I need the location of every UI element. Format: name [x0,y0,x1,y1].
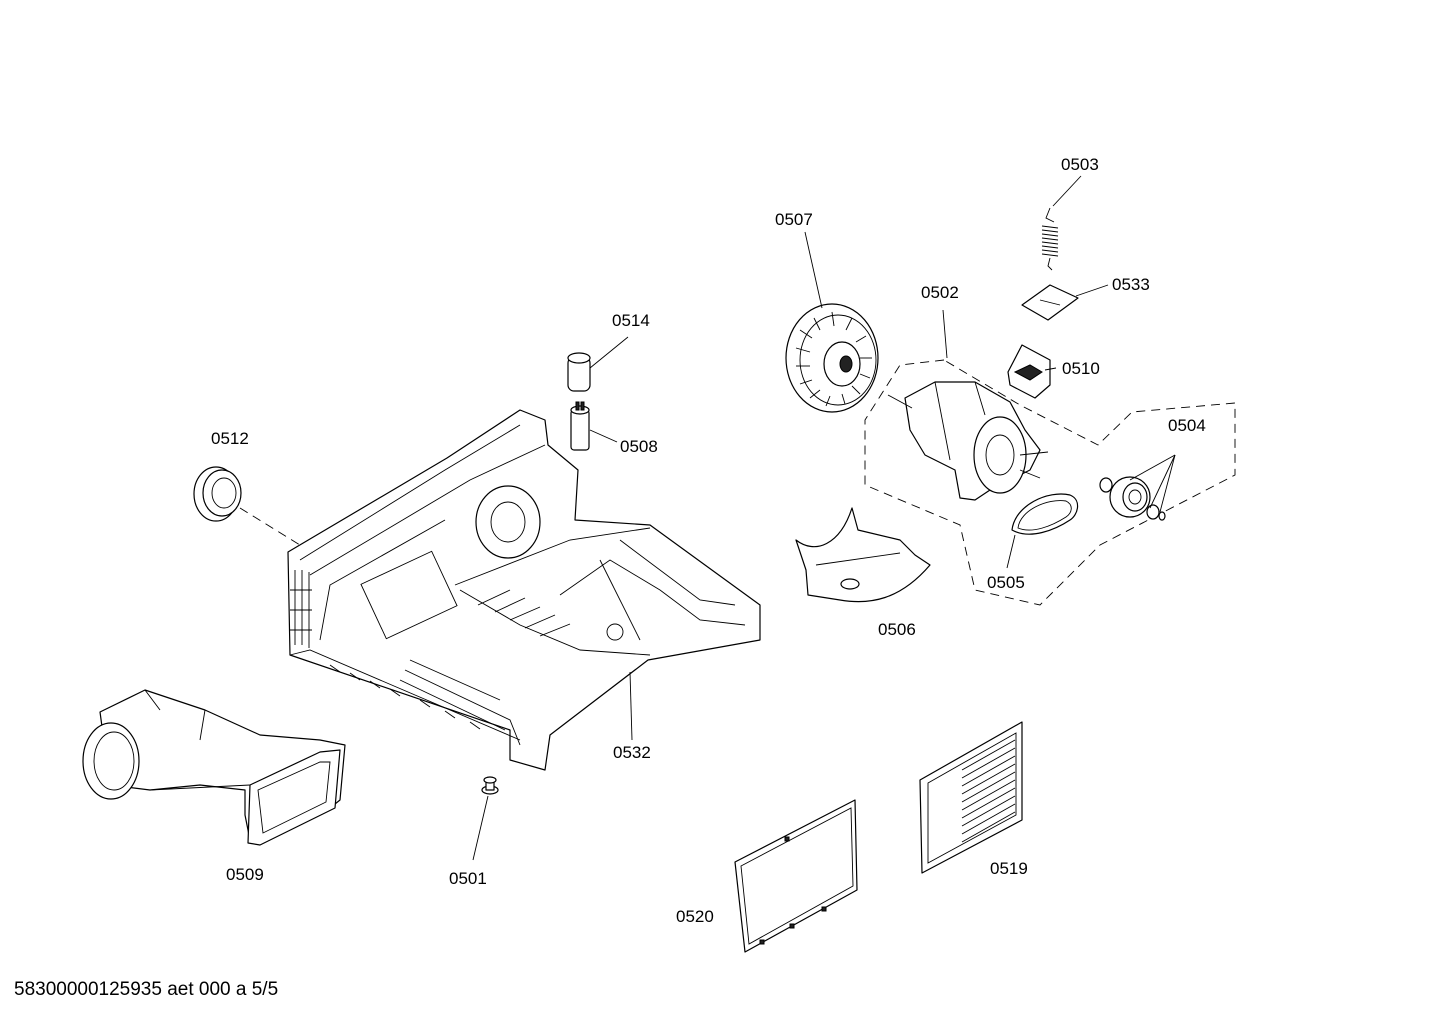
label-0501: 0501 [449,869,487,888]
label-0502: 0502 [921,283,959,302]
part-0504-pulley-set [1099,454,1176,521]
document-footer-id: 58300000125935 aet 000 a 5/5 [14,979,279,1000]
part-0502-motor [864,309,1236,606]
part-labels: 0501 0502 0503 0504 0505 0506 0507 0508 … [211,155,1206,926]
label-0512: 0512 [211,429,249,448]
part-0505-belt [1011,493,1079,535]
part-0506-shield [795,507,931,603]
part-0508-capacitor [570,401,590,451]
part-0510-clip [1007,344,1051,399]
part-0532-base-frame [287,409,761,771]
label-0504: 0504 [1168,416,1206,435]
label-0519: 0519 [990,859,1028,878]
label-0505: 0505 [987,573,1025,592]
label-0533: 0533 [1112,275,1150,294]
label-0520: 0520 [676,907,714,926]
part-0512-ring [193,466,301,546]
label-0508: 0508 [620,437,658,456]
part-0503-spring [1041,207,1059,271]
part-0533-bracket [1021,284,1079,321]
part-0507-fan-wheel [785,303,879,413]
part-0509-air-duct [82,689,346,846]
leader-lines [472,175,1109,861]
part-0514-cap [567,352,591,392]
label-0532: 0532 [613,743,651,762]
label-0503: 0503 [1061,155,1099,174]
label-0506: 0506 [878,620,916,639]
label-0507: 0507 [775,210,813,229]
label-0509: 0509 [226,865,264,884]
part-0501-screw [481,776,499,795]
label-0510: 0510 [1062,359,1100,378]
part-0519-grille [919,721,1023,874]
part-0520-panel [734,799,858,953]
label-0514: 0514 [612,311,650,330]
